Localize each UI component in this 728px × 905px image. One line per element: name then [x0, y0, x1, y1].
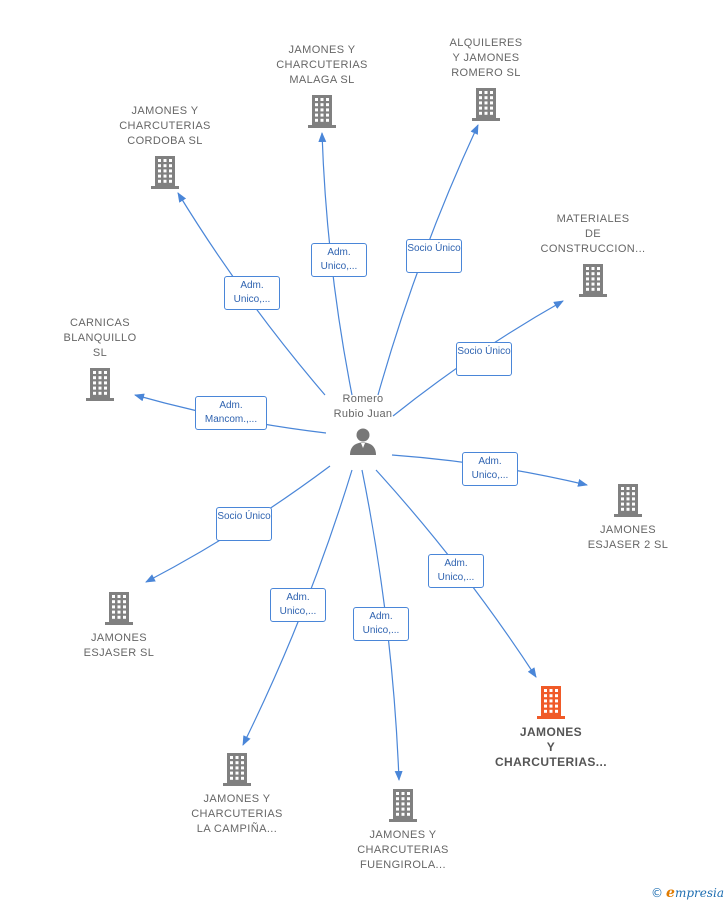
relation-label[interactable]: Adm. Unico,... [311, 243, 367, 277]
company-node-materiales[interactable]: MATERIALES DE CONSTRUCCION... [523, 212, 663, 297]
company-name: JAMONES Y CHARCUTERIAS... [494, 725, 607, 769]
company-node-cordoba[interactable]: JAMONES Y CHARCUTERIAS CORDOBA SL [95, 104, 235, 189]
company-node-malaga[interactable]: JAMONES Y CHARCUTERIAS MALAGA SL [252, 43, 392, 128]
company-node-esjaser2[interactable]: JAMONES ESJASER 2 SL [558, 483, 698, 553]
building-icon [472, 88, 500, 121]
company-node-charcuterias[interactable]: JAMONES Y CHARCUTERIAS... [481, 685, 621, 770]
company-node-esjaser[interactable]: JAMONES ESJASER SL [49, 591, 189, 661]
building-icon [86, 368, 114, 401]
relation-label[interactable]: Adm. Unico,... [270, 588, 326, 622]
person-node[interactable]: Romero Rubio Juan [313, 392, 413, 456]
company-name: JAMONES Y CHARCUTERIAS LA CAMPIÑA... [191, 793, 283, 835]
relation-label[interactable]: Socio Único [406, 239, 462, 273]
building-icon [308, 95, 336, 128]
person-icon [350, 428, 376, 455]
company-node-alquileres[interactable]: ALQUILERES Y JAMONES ROMERO SL [416, 36, 556, 121]
relation-label[interactable]: Adm. Unico,... [224, 276, 280, 310]
relation-label[interactable]: Adm. Unico,... [353, 607, 409, 641]
building-icon [389, 789, 417, 822]
company-name: JAMONES Y CHARCUTERIAS CORDOBA SL [119, 105, 211, 147]
company-name: JAMONES ESJASER SL [83, 632, 155, 659]
company-node-carnicas[interactable]: CARNICAS BLANQUILLO SL [30, 316, 170, 401]
building-icon [223, 753, 251, 786]
relation-label[interactable]: Adm. Unico,... [428, 554, 484, 588]
person-name: Romero Rubio Juan [333, 393, 393, 420]
building-icon [614, 484, 642, 517]
company-node-fuengirola[interactable]: JAMONES Y CHARCUTERIAS FUENGIROLA... [333, 788, 473, 873]
company-name: ALQUILERES Y JAMONES ROMERO SL [449, 37, 523, 79]
relation-label[interactable]: Socio Único [456, 342, 512, 376]
building-icon [105, 592, 133, 625]
building-icon [579, 264, 607, 297]
relation-label[interactable]: Socio Único [216, 507, 272, 541]
relation-label[interactable]: Adm. Mancom.,... [195, 396, 267, 430]
building-icon [537, 686, 565, 719]
relation-label[interactable]: Adm. Unico,... [462, 452, 518, 486]
company-node-campina[interactable]: JAMONES Y CHARCUTERIAS LA CAMPIÑA... [167, 752, 307, 837]
company-name: JAMONES Y CHARCUTERIAS FUENGIROLA... [357, 829, 449, 871]
company-name: JAMONES ESJASER 2 SL [587, 524, 669, 551]
company-name: CARNICAS BLANQUILLO SL [63, 317, 137, 359]
building-icon [151, 156, 179, 189]
company-name: MATERIALES DE CONSTRUCCION... [540, 213, 646, 255]
company-name: JAMONES Y CHARCUTERIAS MALAGA SL [276, 44, 368, 86]
empresia-logo: ©empresia [651, 885, 724, 901]
